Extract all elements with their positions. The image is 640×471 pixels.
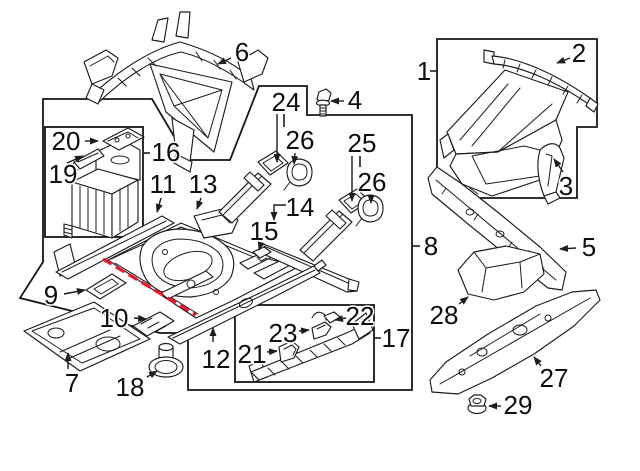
callout-16: 16: [152, 137, 181, 167]
callout-1: 1: [417, 56, 431, 86]
callout-25: 25: [348, 128, 377, 158]
callout-10: 10: [100, 303, 129, 333]
part-27-drawing: [429, 289, 601, 395]
callout-3: 3: [559, 171, 573, 201]
part-17-drawing: [248, 312, 374, 383]
callout-7: 7: [65, 368, 79, 398]
callout-23: 23: [269, 318, 298, 348]
callout-18: 18: [116, 372, 145, 402]
callout-14: 14: [286, 192, 315, 222]
callout-21: 21: [238, 339, 267, 369]
part-7-drawing: [23, 301, 151, 372]
callout-24: 24: [272, 87, 301, 117]
callout-11: 11: [150, 169, 177, 199]
leader-lines: [63, 56, 577, 410]
callout-27: 27: [540, 363, 569, 393]
callout-19: 19: [49, 159, 78, 189]
callout-5: 5: [582, 232, 596, 262]
part-20-drawing: [102, 127, 145, 151]
part-14-drawing: [258, 242, 360, 293]
callout-29: 29: [504, 390, 533, 420]
callout-4: 4: [348, 85, 362, 115]
part-16-drawing: [63, 139, 141, 239]
red-cut-line: [102, 257, 197, 317]
part-28-drawing: [457, 245, 545, 301]
part-29-drawing: [467, 394, 487, 415]
callout-22: 22: [346, 301, 375, 331]
part-6-drawing: [83, 11, 269, 173]
callout-12: 12: [202, 344, 231, 374]
callout-8: 8: [424, 231, 438, 261]
floor-pan-drawing: [107, 222, 299, 319]
part-11-drawing: [53, 215, 175, 280]
part-12-drawing: [167, 259, 327, 345]
callout-15: 15: [250, 216, 279, 246]
callout-17: 17: [382, 323, 411, 353]
part-4-drawing: [315, 88, 332, 117]
callout-2: 2: [572, 38, 586, 68]
part-23-drawing: [311, 321, 332, 340]
part-10-drawing: [132, 311, 175, 337]
callout-28: 28: [430, 300, 459, 330]
callout-6: 6: [235, 37, 249, 67]
group-box-16-outline: [44, 126, 144, 238]
callout-13: 13: [189, 169, 218, 199]
callout-9: 9: [44, 280, 58, 310]
part-22-drawing: [311, 311, 341, 324]
callout-26-second: 26: [358, 167, 387, 197]
part-2-drawing: [483, 49, 599, 113]
callout-20: 20: [52, 126, 81, 156]
group-box-8-outline: [18, 85, 413, 391]
callout-26-first: 26: [286, 125, 315, 155]
part-26b-drawing: [355, 194, 384, 227]
part-9-drawing: [85, 273, 127, 300]
part-3-drawing: [537, 143, 565, 205]
part-26a-drawing: [283, 158, 313, 191]
part-24-drawing: [218, 150, 289, 224]
group-box-17-outline: [234, 304, 375, 383]
part-1-drawing: [439, 69, 569, 197]
callout-labels: 1 2 3 4 5 6 7 8 9 10 11 12 13 14 15 16 1…: [42, 36, 597, 422]
part-21-drawing: [278, 340, 300, 363]
